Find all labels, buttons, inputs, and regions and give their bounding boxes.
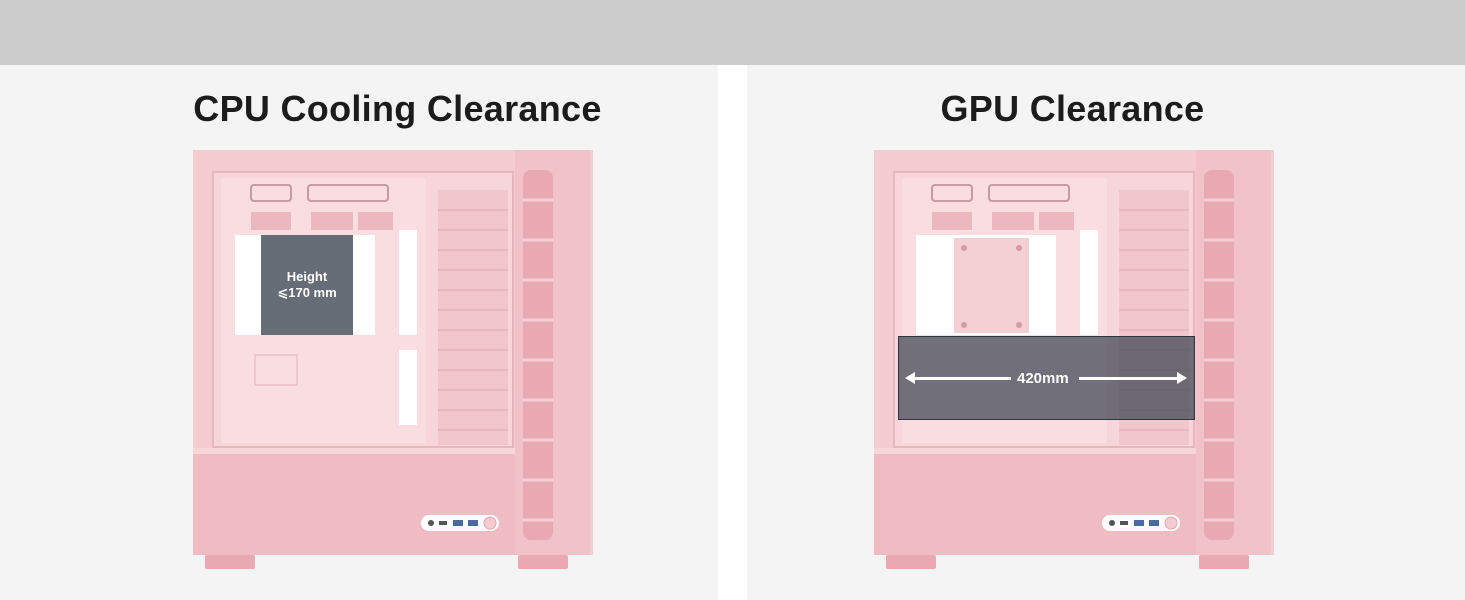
cpu-clearance-title: CPU Cooling Clearance [193, 88, 602, 129]
cpu-height-label: Height [286, 269, 328, 284]
arrow-left-icon [905, 372, 915, 384]
gpu-clearance-box: 420mm [898, 336, 1195, 420]
pc-case-image-gpu: 420mm [874, 150, 1274, 570]
gpu-clearance-title: GPU Clearance [940, 88, 1205, 129]
pc-case-illustration [193, 150, 593, 569]
cpu-cooler-clearance-box: Height ⩽170 mm [261, 235, 353, 335]
cpu-height-value: ⩽170 mm [277, 285, 337, 300]
arrow-line-right [1079, 377, 1177, 380]
top-banner [0, 0, 1465, 65]
arrow-right-icon [1177, 372, 1187, 384]
gpu-length-label: 420mm [1017, 370, 1069, 387]
arrow-line-left [913, 377, 1011, 380]
pc-case-image-cpu: Height ⩽170 mm [193, 150, 593, 570]
